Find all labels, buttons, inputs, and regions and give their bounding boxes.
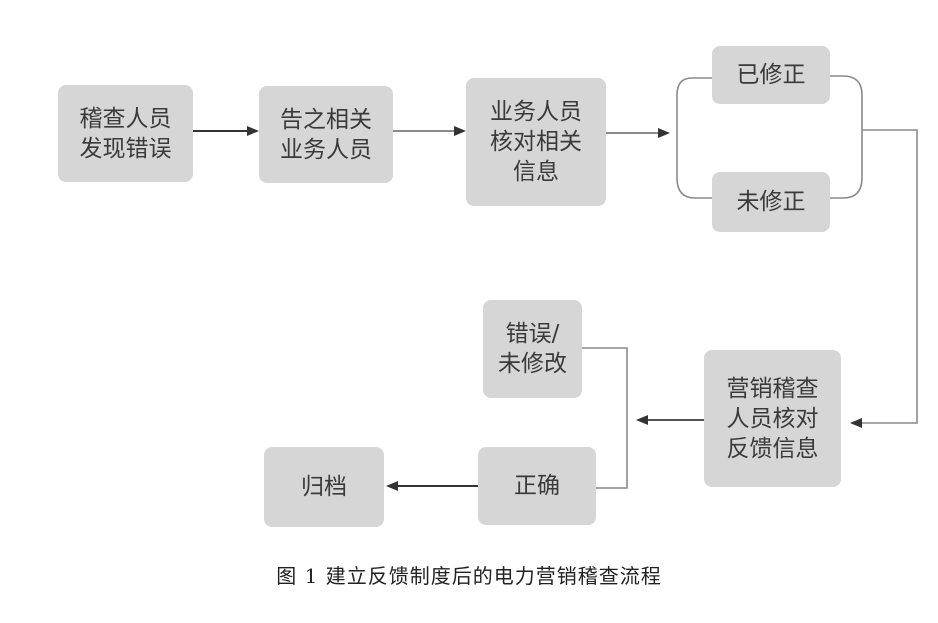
- connector-outcomes: [582, 347, 628, 489]
- node-notify-staff: 告之相关 业务人员: [259, 86, 393, 183]
- node-corrected: 已修正: [712, 46, 830, 104]
- figure-caption: 图 1 建立反馈制度后的电力营销稽查流程: [0, 560, 938, 589]
- branch-left-bracket: [676, 77, 712, 199]
- node-auditor-verify-feedback: 营销稽查 人员核对 反馈信息: [704, 350, 841, 487]
- node-not-corrected: 未修正: [712, 172, 830, 232]
- branch-right-bracket: [830, 75, 863, 199]
- node-correct: 正确: [478, 447, 596, 525]
- node-archive: 归档: [264, 447, 384, 527]
- connector-branch-n6: [850, 129, 918, 428]
- node-error-unmodified: 错误/ 未修改: [483, 300, 582, 398]
- node-auditor-finds-error: 稽查人员 发现错误: [58, 85, 193, 182]
- figure-title: 建立反馈制度后的电力营销稽查流程: [325, 564, 662, 588]
- figure-number: 图 1: [276, 564, 319, 588]
- node-staff-verify-info: 业务人员 核对相关 信息: [466, 78, 606, 206]
